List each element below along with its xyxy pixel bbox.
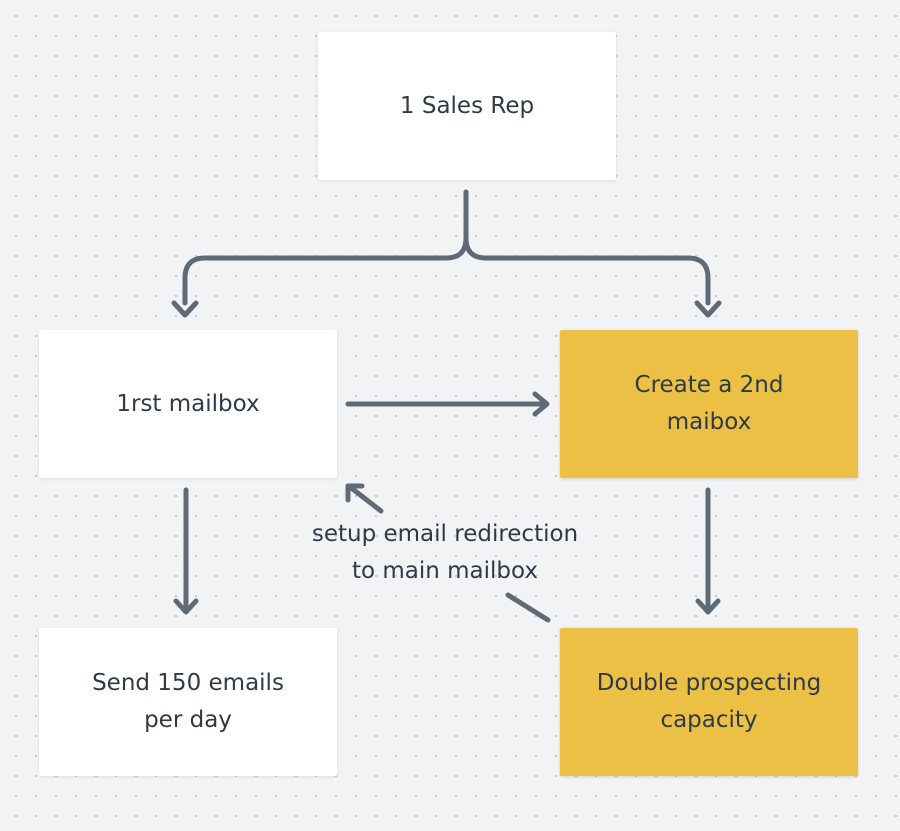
node-first-mailbox-label: 1rst mailbox (116, 390, 260, 417)
split-connector-sales-rep-right (463, 235, 711, 306)
node-send-emails[interactable]: Send 150 emails per day (39, 628, 337, 776)
arrowhead-redirection (345, 483, 365, 503)
node-sales-rep-label: 1 Sales Rep (399, 92, 535, 119)
node-second-mailbox-label: Create a 2nd maibox (634, 372, 784, 435)
node-double-capacity-label: Double prospecting capacity (596, 670, 822, 733)
node-first-mailbox[interactable]: 1rst mailbox (39, 330, 337, 478)
node-send-emails-label: Send 150 emails per day (92, 670, 284, 733)
arrowhead-send (173, 598, 199, 615)
node-sales-rep[interactable]: 1 Sales Rep (318, 32, 616, 180)
arrowhead-double (695, 598, 721, 615)
arrowhead-mailbox2 (532, 391, 550, 417)
arrowhead-to-mailbox-2 (694, 300, 722, 318)
split-connector-sales-rep (182, 189, 469, 306)
arrowhead-to-mailbox-1 (171, 300, 199, 318)
arrow-redirection-upper (347, 484, 384, 514)
edge-label-redirection: setup email redirection to main mailbox (311, 521, 579, 584)
arrow-redirection-lower (505, 592, 551, 623)
node-double-capacity[interactable]: Double prospecting capacity (560, 628, 858, 776)
node-second-mailbox[interactable]: Create a 2nd maibox (560, 330, 858, 478)
